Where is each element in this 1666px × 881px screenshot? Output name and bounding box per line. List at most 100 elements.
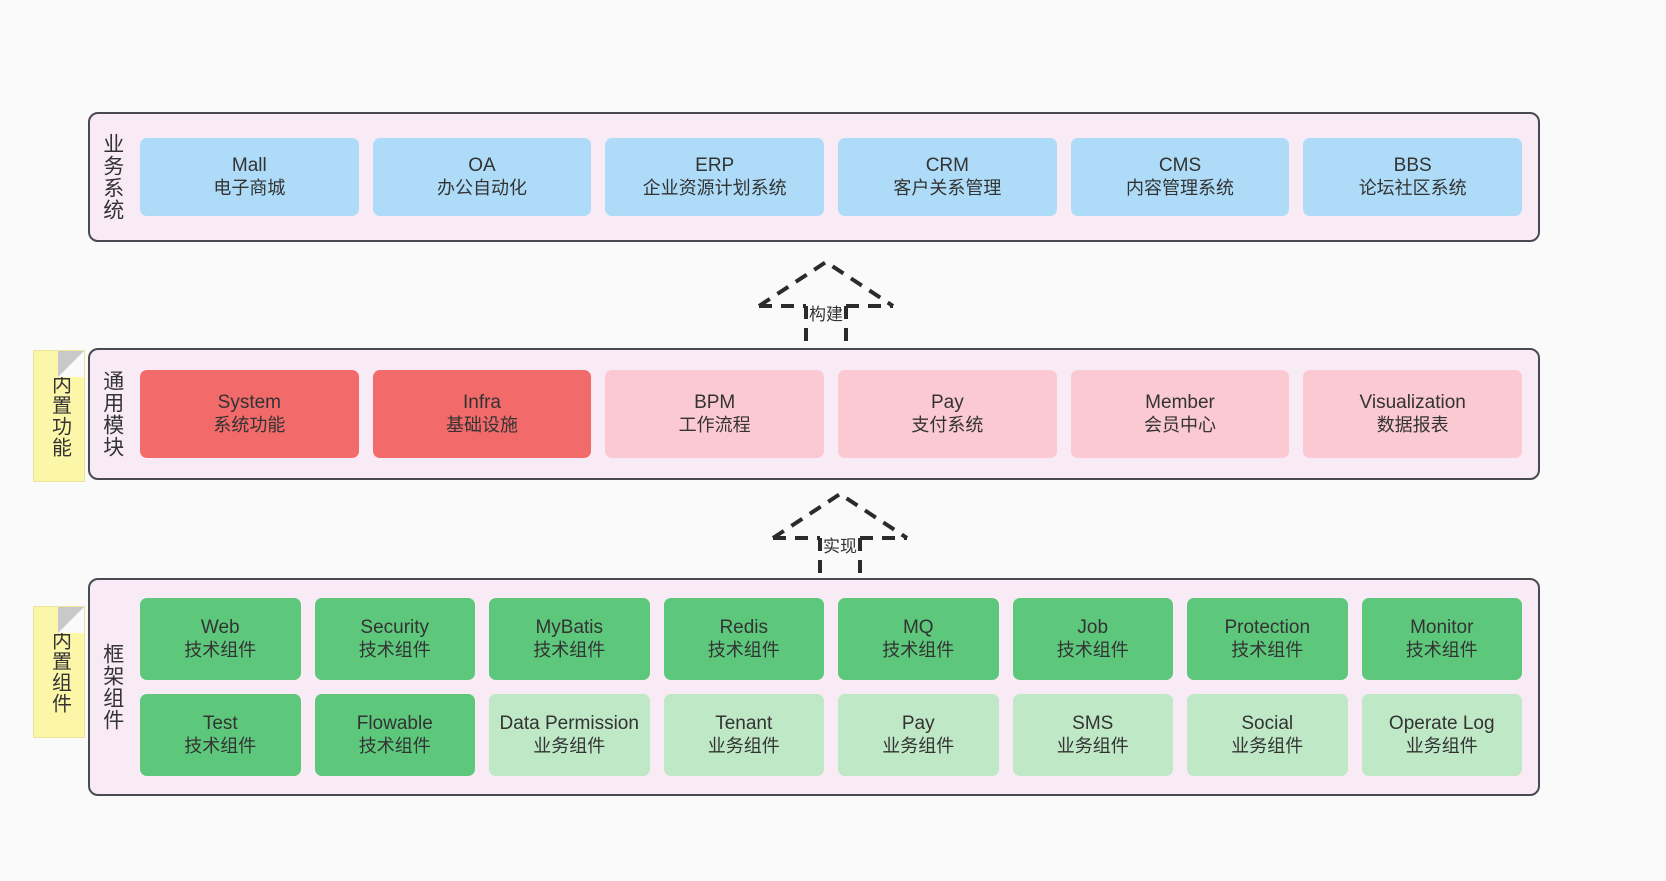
card-title: Flowable [356,713,433,735]
card-row: System 系统功能 Infra 基础设施 BPM 工作流程 Pay 支付系统… [140,370,1523,458]
card-title: System [217,392,282,414]
card-subtitle: 系统功能 [213,414,286,435]
card-data-permission[interactable]: Data Permission 业务组件 [489,694,650,776]
layer-title-framework-components: 框架组件 [100,643,124,731]
card-row: Web 技术组件 Security 技术组件 MyBatis 技术组件 Redi… [140,598,1522,680]
connector-build: 构建 [751,258,901,358]
card-title: Test [202,713,238,735]
card-row: Test 技术组件 Flowable 技术组件 Data Permission … [140,694,1522,776]
card-title: MQ [902,617,934,639]
card-row: Mall 电子商城 OA 办公自动化 ERP 企业资源计划系统 CRM 客户关系… [140,138,1523,216]
card-title: Redis [719,617,769,639]
layer-title-business-systems: 业务系统 [100,133,124,221]
card-monitor[interactable]: Monitor 技术组件 [1361,598,1522,680]
card-subtitle: 技术组件 [358,735,431,756]
card-subtitle: 基础设施 [446,414,518,435]
card-grid-common-modules: System 系统功能 Infra 基础设施 BPM 工作流程 Pay 支付系统… [134,350,1538,478]
card-test[interactable]: Test 技术组件 [140,694,301,776]
sticky-note-built-in-features: 内置功能 [33,350,85,482]
card-title: Mall [231,155,267,177]
card-title: Pay [901,713,935,735]
card-subtitle: 业务组件 [882,735,955,756]
card-subtitle: 业务组件 [1405,735,1478,756]
card-subtitle: 技术组件 [1056,639,1129,660]
layer-business-systems: 业务系统 Mall 电子商城 OA 办公自动化 ERP 企业资源计划系统 CRM… [88,112,1540,242]
card-subtitle: 技术组件 [184,639,257,660]
card-operate-log[interactable]: Operate Log 业务组件 [1361,694,1522,776]
sticky-note-label: 内置组件 [48,630,71,714]
card-title: Infra [462,392,502,414]
card-mybatis[interactable]: MyBatis 技术组件 [489,598,650,680]
card-infra[interactable]: Infra 基础设施 [372,370,592,458]
connector-implement: 实现 [765,490,915,590]
card-subtitle: 技术组件 [707,639,780,660]
card-subtitle: 数据报表 [1376,414,1449,435]
card-erp[interactable]: ERP 企业资源计划系统 [605,138,825,216]
card-security[interactable]: Security 技术组件 [314,598,475,680]
card-mq[interactable]: MQ 技术组件 [838,598,999,680]
card-sms[interactable]: SMS 业务组件 [1012,694,1173,776]
card-web[interactable]: Web 技术组件 [140,598,301,680]
card-title: BBS [1393,155,1432,177]
sticky-note-label: 内置功能 [48,374,71,458]
card-crm[interactable]: CRM 客户关系管理 [838,138,1057,216]
card-title: Operate Log [1388,713,1495,735]
card-bbs[interactable]: BBS 论坛社区系统 [1303,138,1523,216]
card-pay-module[interactable]: Pay 支付系统 [838,370,1057,458]
card-title: Data Permission [499,713,639,735]
card-protection[interactable]: Protection 技术组件 [1187,598,1348,680]
card-title: Protection [1224,617,1311,639]
card-title: SMS [1072,713,1114,735]
connector-label-build: 构建 [809,305,843,324]
card-subtitle: 技术组件 [1231,639,1304,660]
card-title: Visualization [1359,392,1466,414]
card-subtitle: 支付系统 [911,414,984,435]
card-title: CMS [1158,155,1202,177]
card-bpm[interactable]: BPM 工作流程 [605,370,825,458]
card-visualization[interactable]: Visualization 数据报表 [1303,370,1523,458]
card-title: Security [360,617,430,639]
card-grid-framework-components: Web 技术组件 Security 技术组件 MyBatis 技术组件 Redi… [134,580,1538,794]
layer-framework-components: 框架组件 Web 技术组件 Security 技术组件 MyBatis 技术组件… [88,578,1540,796]
card-title: BPM [694,392,736,414]
card-tenant[interactable]: Tenant 业务组件 [663,694,824,776]
card-subtitle: 企业资源计划系统 [642,177,787,198]
card-redis[interactable]: Redis 技术组件 [663,598,824,680]
card-system[interactable]: System 系统功能 [140,370,359,458]
card-subtitle: 办公自动化 [437,177,527,198]
card-title: Pay [930,392,964,414]
card-title: Web [200,617,240,639]
card-grid-business-systems: Mall 电子商城 OA 办公自动化 ERP 企业资源计划系统 CRM 客户关系… [134,114,1538,240]
card-subtitle: 业务组件 [1231,735,1304,756]
card-subtitle: 客户关系管理 [893,177,1002,198]
card-flowable[interactable]: Flowable 技术组件 [314,694,475,776]
card-mall[interactable]: Mall 电子商城 [140,138,359,216]
card-social[interactable]: Social 业务组件 [1187,694,1348,776]
card-subtitle: 会员中心 [1144,414,1217,435]
card-job[interactable]: Job 技术组件 [1012,598,1173,680]
card-subtitle: 技术组件 [1405,639,1478,660]
card-title: Monitor [1410,617,1474,639]
card-title: CRM [925,155,969,177]
card-subtitle: 业务组件 [1056,735,1129,756]
card-title: OA [468,155,496,177]
card-subtitle: 业务组件 [707,735,780,756]
card-title: Job [1077,617,1109,639]
card-subtitle: 技术组件 [533,639,606,660]
card-subtitle: 技术组件 [358,639,431,660]
card-subtitle: 技术组件 [882,639,955,660]
card-subtitle: 内容管理系统 [1126,177,1235,198]
card-title: Member [1145,392,1215,414]
connector-label-implement: 实现 [823,537,857,556]
card-subtitle: 电子商城 [213,177,286,198]
card-member[interactable]: Member 会员中心 [1070,370,1290,458]
card-title: MyBatis [535,617,604,639]
card-subtitle: 工作流程 [678,414,751,435]
card-pay-component[interactable]: Pay 业务组件 [838,694,999,776]
card-subtitle: 论坛社区系统 [1358,177,1467,198]
card-title: Social [1241,713,1294,735]
card-oa[interactable]: OA 办公自动化 [372,138,592,216]
layer-common-modules: 通用模块 System 系统功能 Infra 基础设施 BPM 工作流程 Pay… [88,348,1540,480]
card-cms[interactable]: CMS 内容管理系统 [1070,138,1290,216]
